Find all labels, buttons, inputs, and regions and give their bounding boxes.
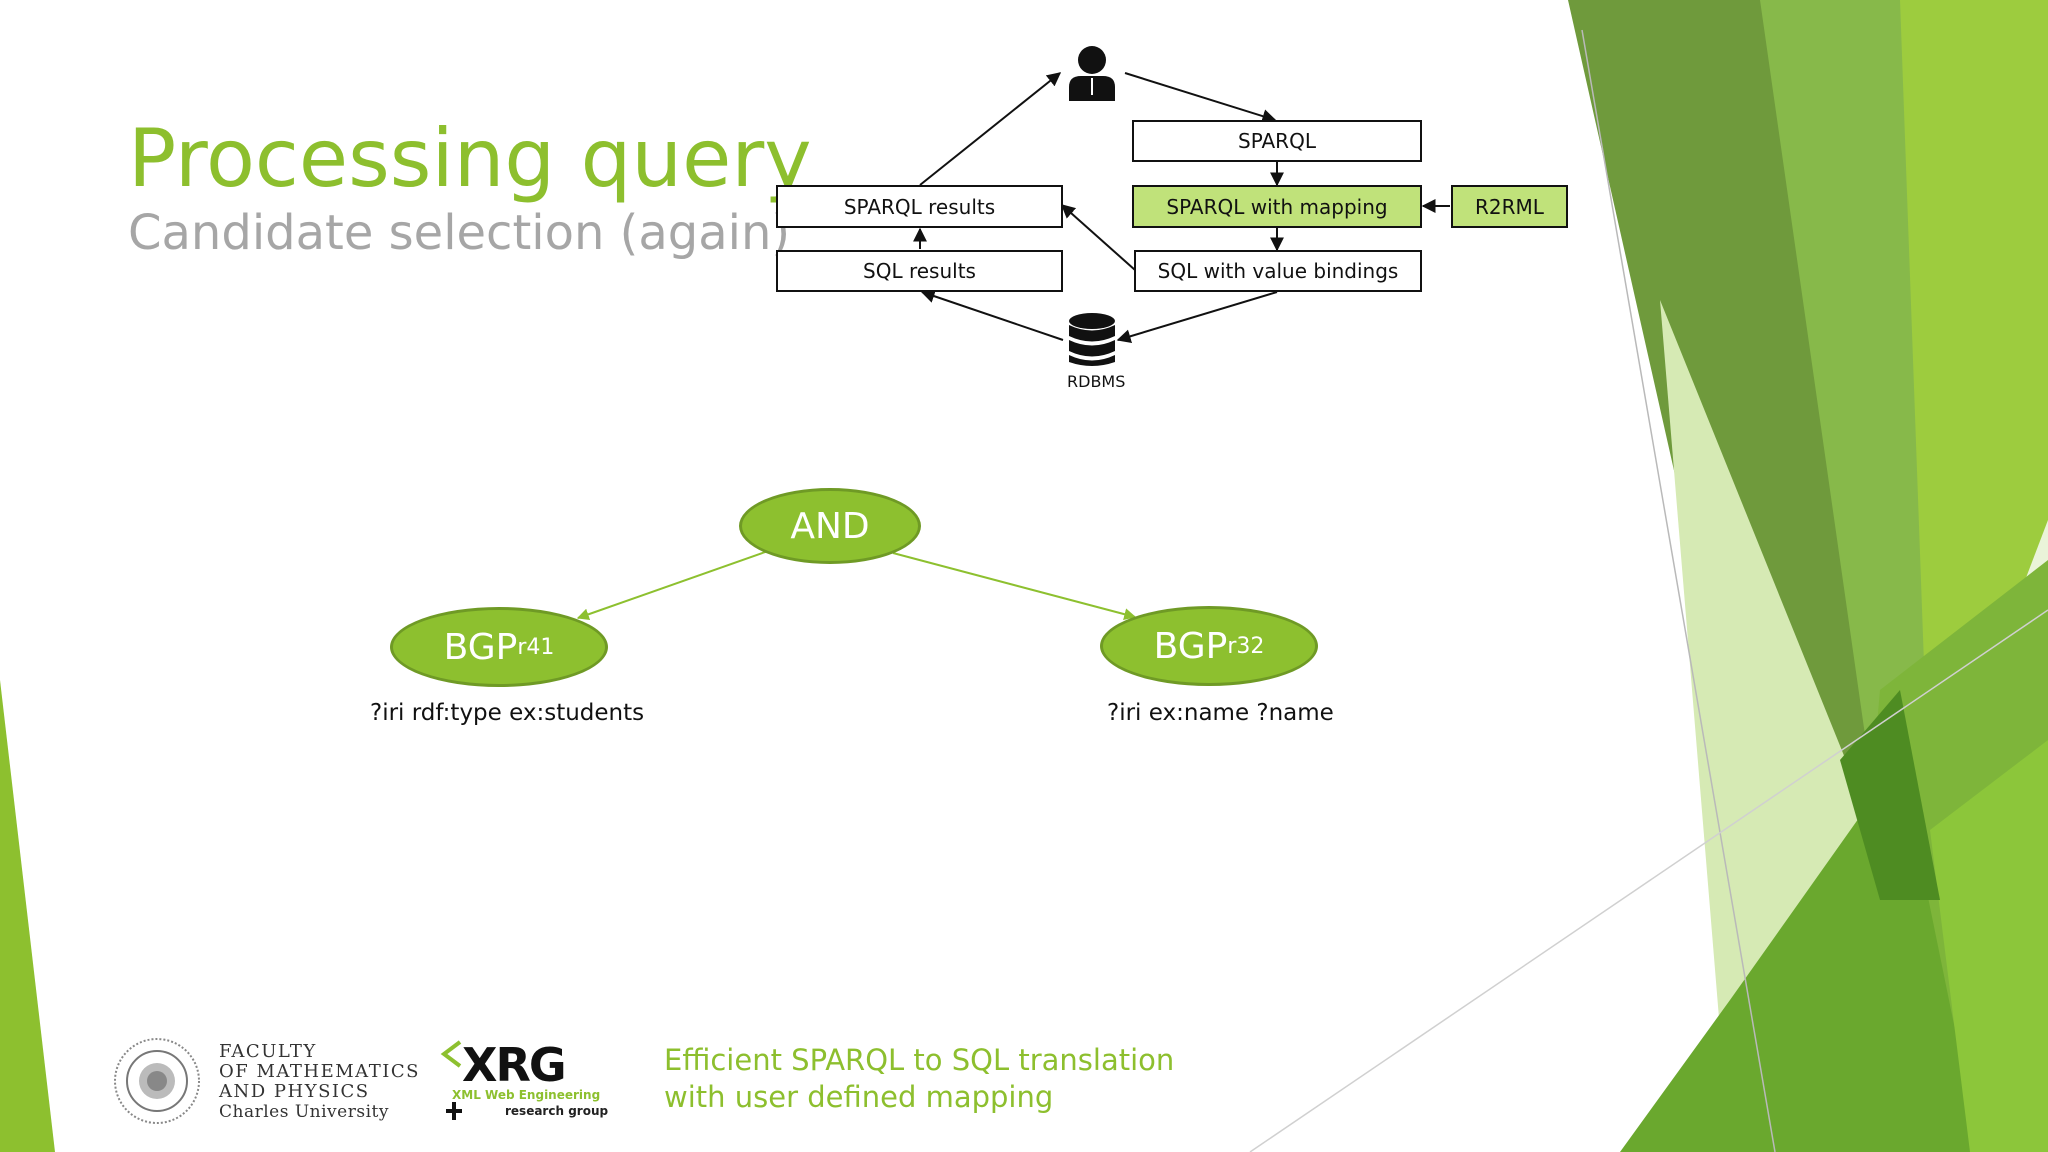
edge-and-to-left [576,550,769,621]
page-title: Processing query [128,112,812,205]
footer-caption-line-1: Efficient SPARQL to SQL translation [664,1043,1175,1077]
bgp-left-base: BGP [443,626,518,668]
page-subtitle: Candidate selection (again) [128,205,791,261]
faculty-line-3: AND PHYSICS [219,1081,370,1102]
xrg-logo-mark [440,1040,462,1120]
university-seal-icon [114,1038,200,1124]
rdbms-label: RDBMS [1067,372,1126,391]
sql-results-box: SQL results [776,250,1063,292]
bgp-left-sub: 1 [540,634,555,660]
arrow-sql-to-sparqlresults [1060,204,1136,271]
xrg-logo-text: XRG [462,1038,567,1092]
user-icon [1069,46,1115,101]
bgp-right-sup: r3 [1227,633,1251,659]
arrow-sql-to-rdbms [1116,291,1278,344]
footer-caption: Efficient SPARQL to SQL translation with… [664,1042,1174,1116]
faculty-name: FACULTY OF MATHEMATICS AND PHYSICS Charl… [219,1041,420,1123]
and-node-label: AND [790,505,870,547]
bgp-right-sub: 2 [1250,633,1265,659]
footer-caption-line-2: with user defined mapping [664,1080,1054,1114]
r2rml-box: R2RML [1451,185,1568,228]
bgp-right-base: BGP [1153,625,1228,667]
and-node: AND [739,488,921,564]
faculty-line-1: FACULTY [219,1041,317,1062]
arrow-rdbms-to-sqlresults [920,289,1064,341]
edge-and-to-right [892,552,1137,621]
university-name: Charles University [219,1102,389,1122]
sparql-box: SPARQL [1132,120,1422,162]
faculty-line-2: OF MATHEMATICS [219,1061,420,1082]
sparql-mapping-box: SPARQL with mapping [1132,185,1422,228]
xrg-line-2: research group [505,1104,609,1118]
xrg-line-1: XML Web Engineering [452,1088,601,1102]
bgp-left-pattern: ?iri rdf:type ex:students [370,700,645,726]
database-icon [1069,313,1115,366]
sparql-results-box: SPARQL results [776,185,1063,228]
bgp-left-sup: r4 [517,634,541,660]
sql-bindings-box: SQL with value bindings [1134,250,1422,292]
bgp-right-pattern: ?iri ex:name ?name [1107,700,1334,726]
arrow-results-to-user [919,72,1062,186]
arrow-user-to-sparql [1124,72,1277,123]
